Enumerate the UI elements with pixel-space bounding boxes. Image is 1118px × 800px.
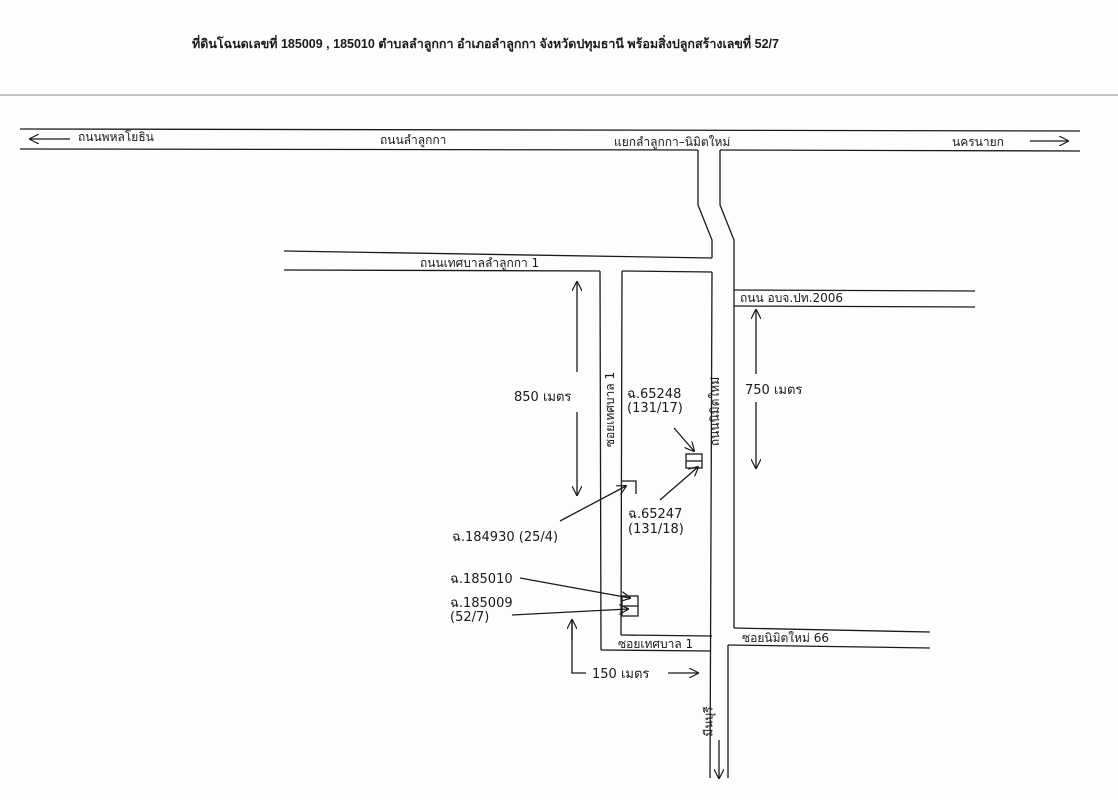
nimitmai-connector-left: [697, 150, 713, 258]
lamlukka-road-top-edge: [19, 128, 1081, 132]
parcel-label-65248-number: ฉ.65248: [627, 387, 682, 402]
lamlukka-road-bottom-edge-right: [719, 149, 1081, 152]
measurement-150: 150 เมตร: [592, 667, 650, 682]
road-label-soi-thetsaban1-bottom: ซอยเทศบาล 1: [618, 637, 694, 651]
obj-road-bottom-edge: [733, 305, 976, 308]
measurement-850: 850 เมตร: [514, 390, 572, 405]
document-title: ที่ดินโฉนดเลขที่ 185009 , 185010 ตำบลลำล…: [192, 37, 779, 51]
road-label-thetsaban1: ถนนเทศบาลลำลูกกา 1: [420, 256, 540, 270]
thetsaban-road-top-edge: [283, 250, 713, 259]
soi-bottom-top-edge: [620, 634, 713, 637]
lamlukka-road-bottom-edge-left: [19, 148, 699, 151]
leader-185009: [511, 609, 628, 616]
road-label-soi-nimitmai66: ซอยนิมิตใหม่ 66: [742, 631, 830, 645]
parcel-label-184930: ฉ.184930 (25/4): [452, 530, 559, 545]
parcel-label-185010: ฉ.185010: [450, 572, 513, 587]
leader-65248: [673, 427, 694, 451]
distance-150-bracket: [571, 622, 586, 674]
road-label-obj2006: ถนน อบจ.ปท.2006: [740, 291, 844, 305]
road-label-phahol: ถนนพหลโยธิน: [78, 130, 154, 144]
soi66-bottom-edge: [727, 644, 931, 649]
road-label-soi-thetsaban1-vertical: ซอยเทศบาล 1: [603, 371, 618, 448]
parcel-label-185009-house: (52/7): [450, 610, 490, 625]
road-label-lamlukka: ถนนลำลูกกา: [380, 133, 447, 147]
soi-bottom-bottom-edge: [600, 649, 711, 652]
road-label-minburi: มีนบุรี: [701, 706, 716, 737]
nimitmai-left-edge: [709, 271, 713, 779]
parcel-184930-marker: [622, 480, 637, 494]
parcel-label-185009-number: ฉ.185009: [450, 596, 513, 611]
road-label-nakhonnayok: นครนายก: [952, 135, 1004, 149]
leader-185010: [519, 577, 630, 598]
parcel-label-65247-number: ฉ.65247: [628, 507, 683, 522]
parcel-label-65248-house: (131/17): [627, 401, 683, 416]
soi-vertical-left-edge: [599, 270, 602, 651]
road-label-junction: แยกลำลูกกา–นิมิตใหม่: [614, 135, 731, 149]
leader-184930: [559, 486, 626, 522]
soi66-top-edge: [733, 627, 931, 633]
obj-road-top-edge: [733, 289, 976, 292]
nimitmai-connector-right: [719, 150, 735, 290]
parcel-label-65247-house: (131/18): [628, 522, 684, 537]
road-label-nimitmai: ถนนนิมิตใหม่: [708, 376, 723, 447]
measurement-750: 750 เมตร: [745, 383, 803, 398]
soi-vertical-right-edge: [620, 270, 623, 636]
leader-65247: [659, 467, 698, 501]
thetsaban-road-bottom-edge-left: [283, 269, 601, 272]
thetsaban-road-bottom-edge-right: [621, 270, 713, 273]
